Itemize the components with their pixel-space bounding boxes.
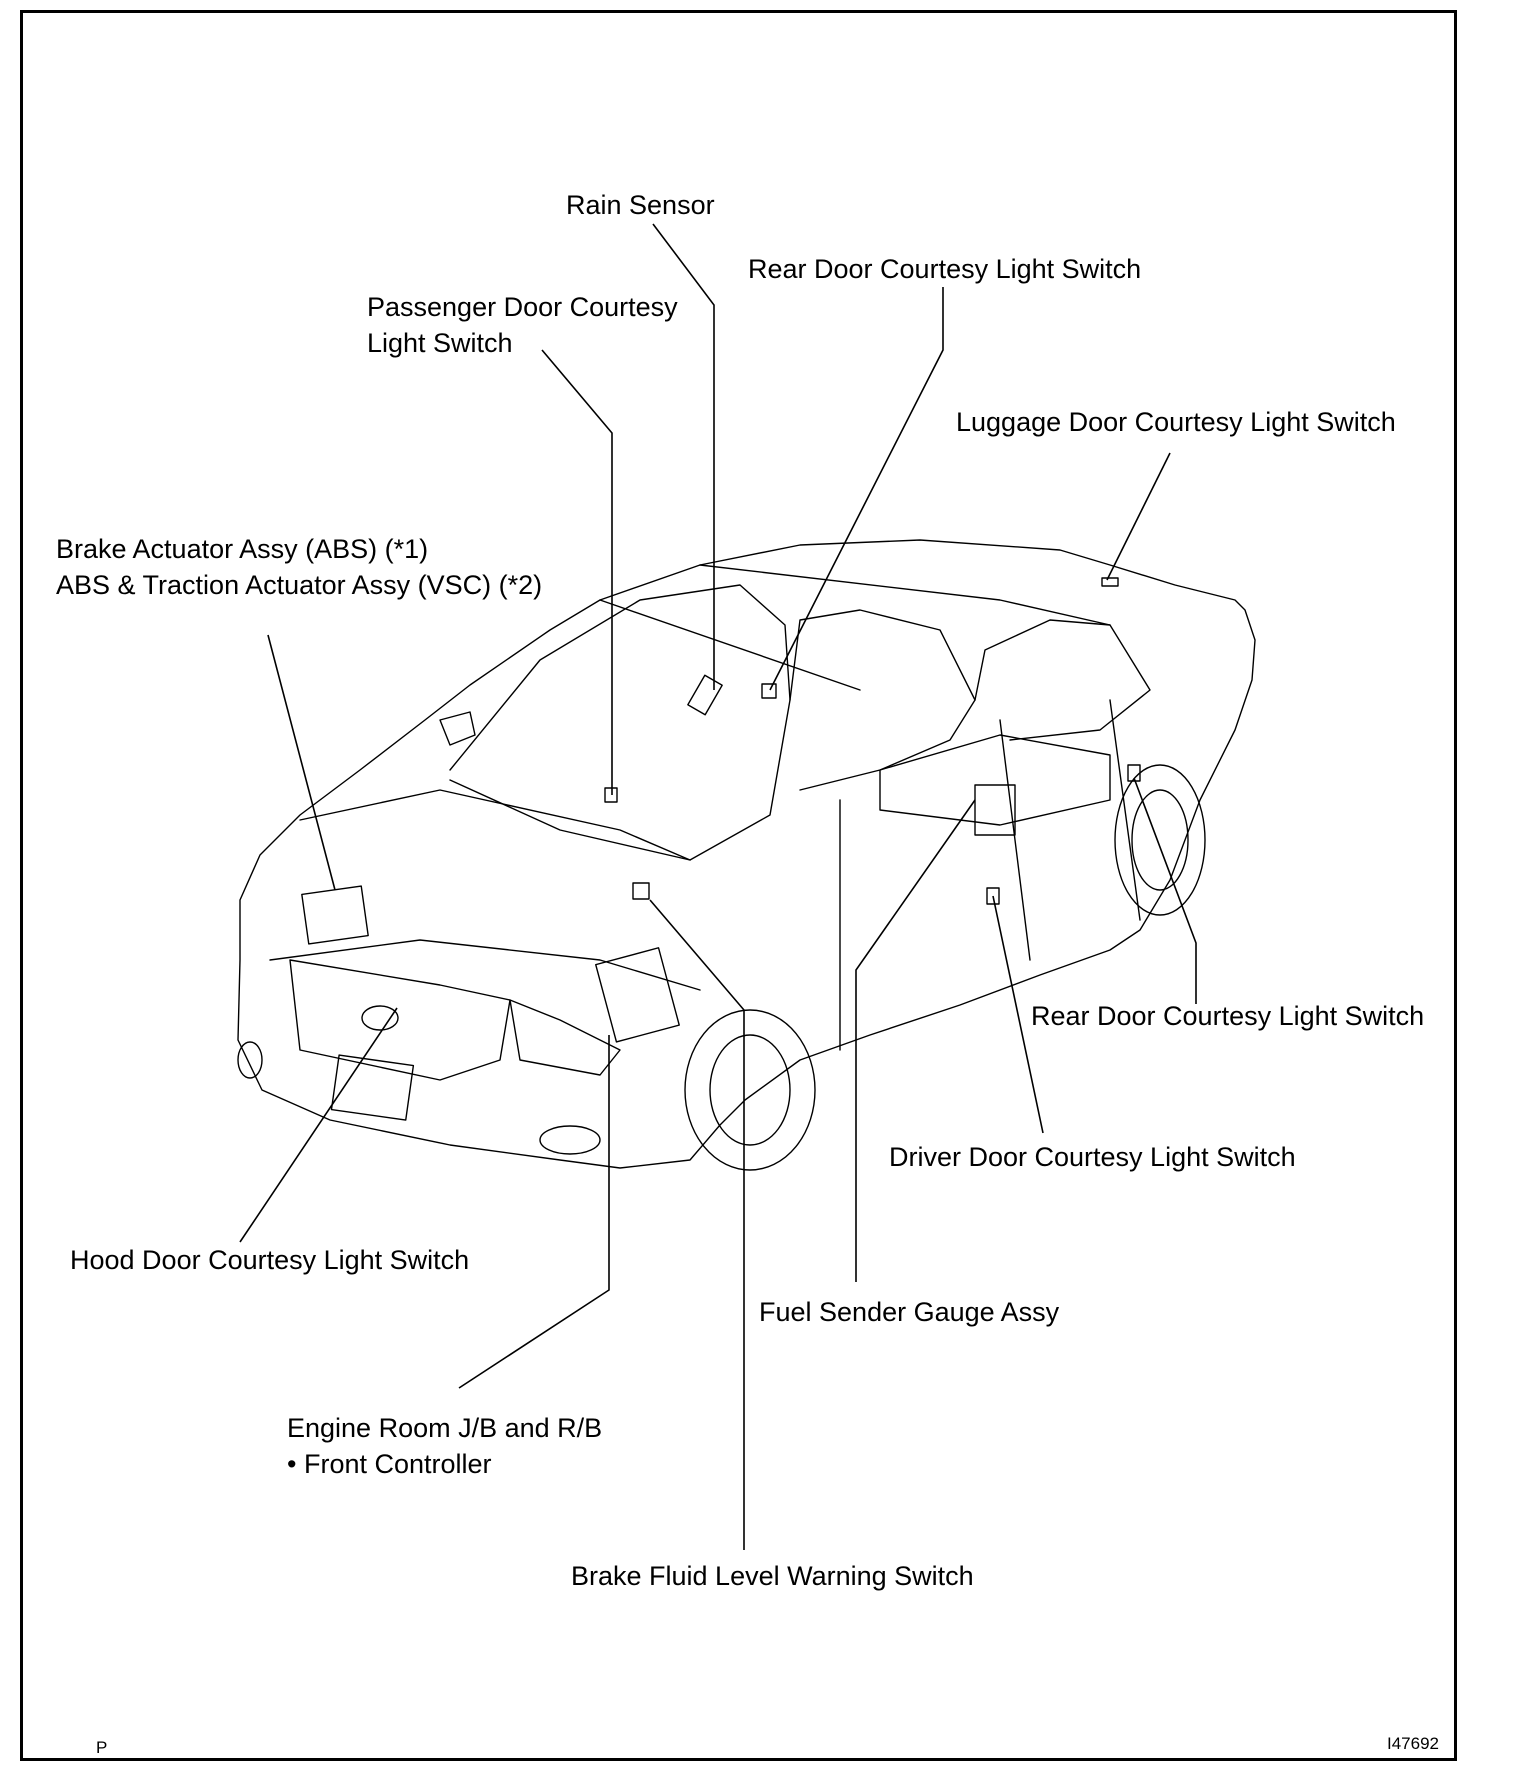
fuel-tank [879, 734, 1111, 826]
rear-wheel [1114, 764, 1206, 916]
brake-actuator-label: Brake Actuator Assy (ABS) (*1) ABS & Tra… [56, 534, 543, 600]
diagram-frame [20, 10, 1457, 1761]
passenger-door-switch-sensor [604, 787, 618, 803]
leader-hood [239, 1007, 398, 1243]
hood-crease [269, 789, 701, 991]
fuel-sender-label: Fuel Sender Gauge Assy [759, 1297, 1060, 1327]
side-window-rear [974, 619, 1151, 741]
leader-fuel [855, 799, 976, 1282]
leader-brake-fluid [649, 899, 745, 1550]
brake-fluid-switch [632, 882, 650, 900]
leader-engine-room [458, 1035, 610, 1389]
grille [289, 959, 511, 1081]
roof-line [599, 564, 1111, 691]
luggage-switch-sensor [1101, 577, 1119, 587]
figure-id: I47692 [1387, 1734, 1439, 1753]
license-plate [330, 1054, 415, 1121]
car-body-outline [237, 539, 1256, 1169]
leader-rain-sensor [652, 223, 715, 690]
front-wheel [684, 1009, 816, 1171]
rain-sensor-label: Rain Sensor [566, 190, 715, 220]
brake-fluid-switch-label: Brake Fluid Level Warning Switch [571, 1561, 974, 1591]
driver-door-switch-label: Driver Door Courtesy Light Switch [889, 1142, 1296, 1172]
windshield [449, 584, 791, 861]
side-window-front [789, 609, 976, 791]
rear-door-switch-top-label: Rear Door Courtesy Light Switch [748, 254, 1142, 284]
leader-brake-actuator [267, 634, 336, 891]
leader-passenger-door [541, 349, 613, 795]
rear-door-switch-right-label: Rear Door Courtesy Light Switch [1031, 1001, 1425, 1031]
headlight [509, 999, 621, 1076]
hood-door-switch-label: Hood Door Courtesy Light Switch [70, 1245, 470, 1275]
brake-actuator [301, 885, 369, 945]
rain-sensor [687, 674, 723, 716]
passenger-door-switch-label: Passenger Door Courtesy Light Switch [367, 292, 678, 358]
engine-room-jb-label: Engine Room J/B and R/B • Front Controll… [287, 1413, 603, 1479]
fuel-sender [974, 784, 1016, 836]
emblem [361, 1005, 399, 1031]
leader-driver-door [992, 895, 1044, 1134]
leader-rear-door-top [769, 287, 944, 691]
luggage-door-switch-label: Luggage Door Courtesy Light Switch [956, 407, 1396, 437]
driver-door-switch-sensor [986, 887, 1000, 905]
leader-luggage [1106, 452, 1171, 581]
engine-room-jb [595, 947, 680, 1043]
rear-door-switch-right-sensor [1127, 764, 1141, 782]
corner-letter: P [96, 1738, 108, 1757]
rear-door-switch-sensor [761, 683, 777, 699]
leader-rear-door-right [1133, 777, 1197, 1004]
